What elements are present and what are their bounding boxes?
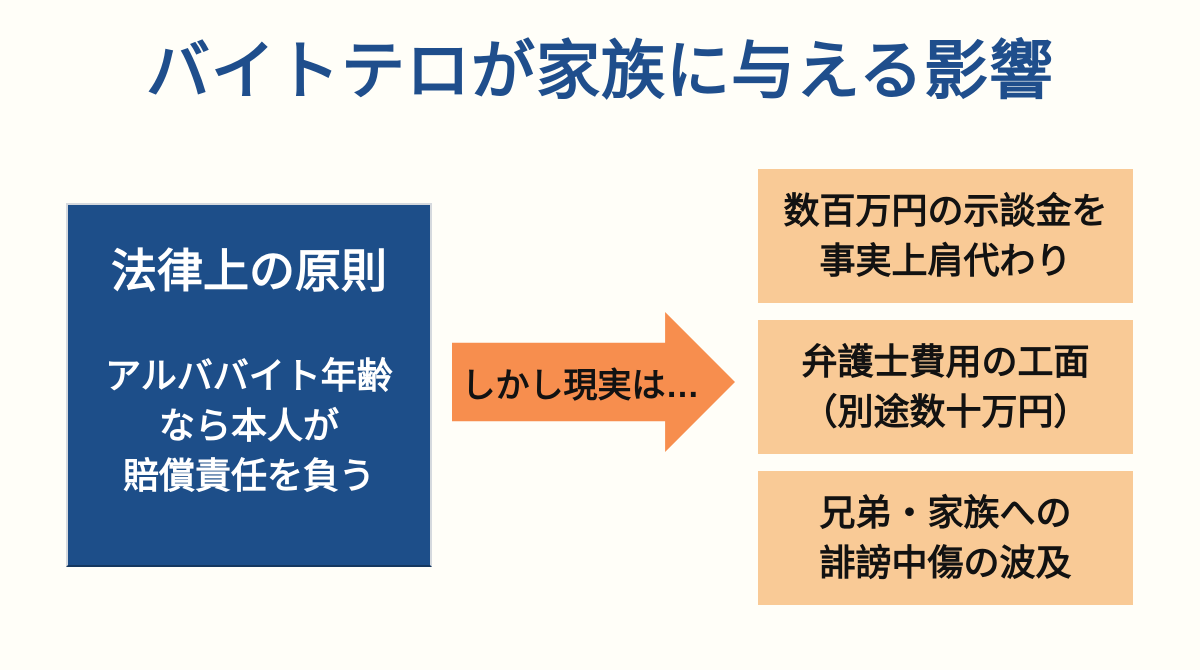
- reality-arrow: しかし現実は…: [452, 312, 735, 452]
- impact-box-settlement: 数百万円の示談金を 事実上肩代わり: [758, 169, 1133, 303]
- principle-body-line-3: 賠償責任を負う: [122, 454, 375, 496]
- legal-principle-heading: 法律上の原則: [111, 245, 387, 297]
- impact-box-lawyer-fees: 弁護士費用の工面 （別途数十万円）: [758, 320, 1133, 454]
- principle-body-line-2: なら本人が: [158, 404, 339, 446]
- impact-box-family-slander: 兄弟・家族への 誹謗中傷の波及: [758, 471, 1133, 605]
- impact-family-slander-line-2: 誹謗中傷の波及: [819, 542, 1072, 583]
- principle-body-line-1: アルババイト年齢: [105, 354, 393, 396]
- impact-settlement-line-1: 数百万円の示談金を: [783, 190, 1108, 231]
- legal-principle-box: 法律上の原則 アルババイト年齢 なら本人が 賠償責任を負う: [66, 203, 432, 567]
- impact-settlement-line-2: 事実上肩代わり: [819, 240, 1072, 281]
- impact-lawyer-fees-line-1: 弁護士費用の工面: [801, 341, 1090, 382]
- page-title: バイトテロが家族に与える影響: [145, 35, 1055, 107]
- reality-arrow-label: しかし現実は…: [461, 366, 700, 405]
- impact-family-slander-line-1: 兄弟・家族への: [819, 492, 1072, 533]
- impact-lawyer-fees-line-2: （別途数十万円）: [801, 391, 1090, 432]
- legal-principle-body: アルババイト年齢 なら本人が 賠償責任を負う: [68, 351, 430, 501]
